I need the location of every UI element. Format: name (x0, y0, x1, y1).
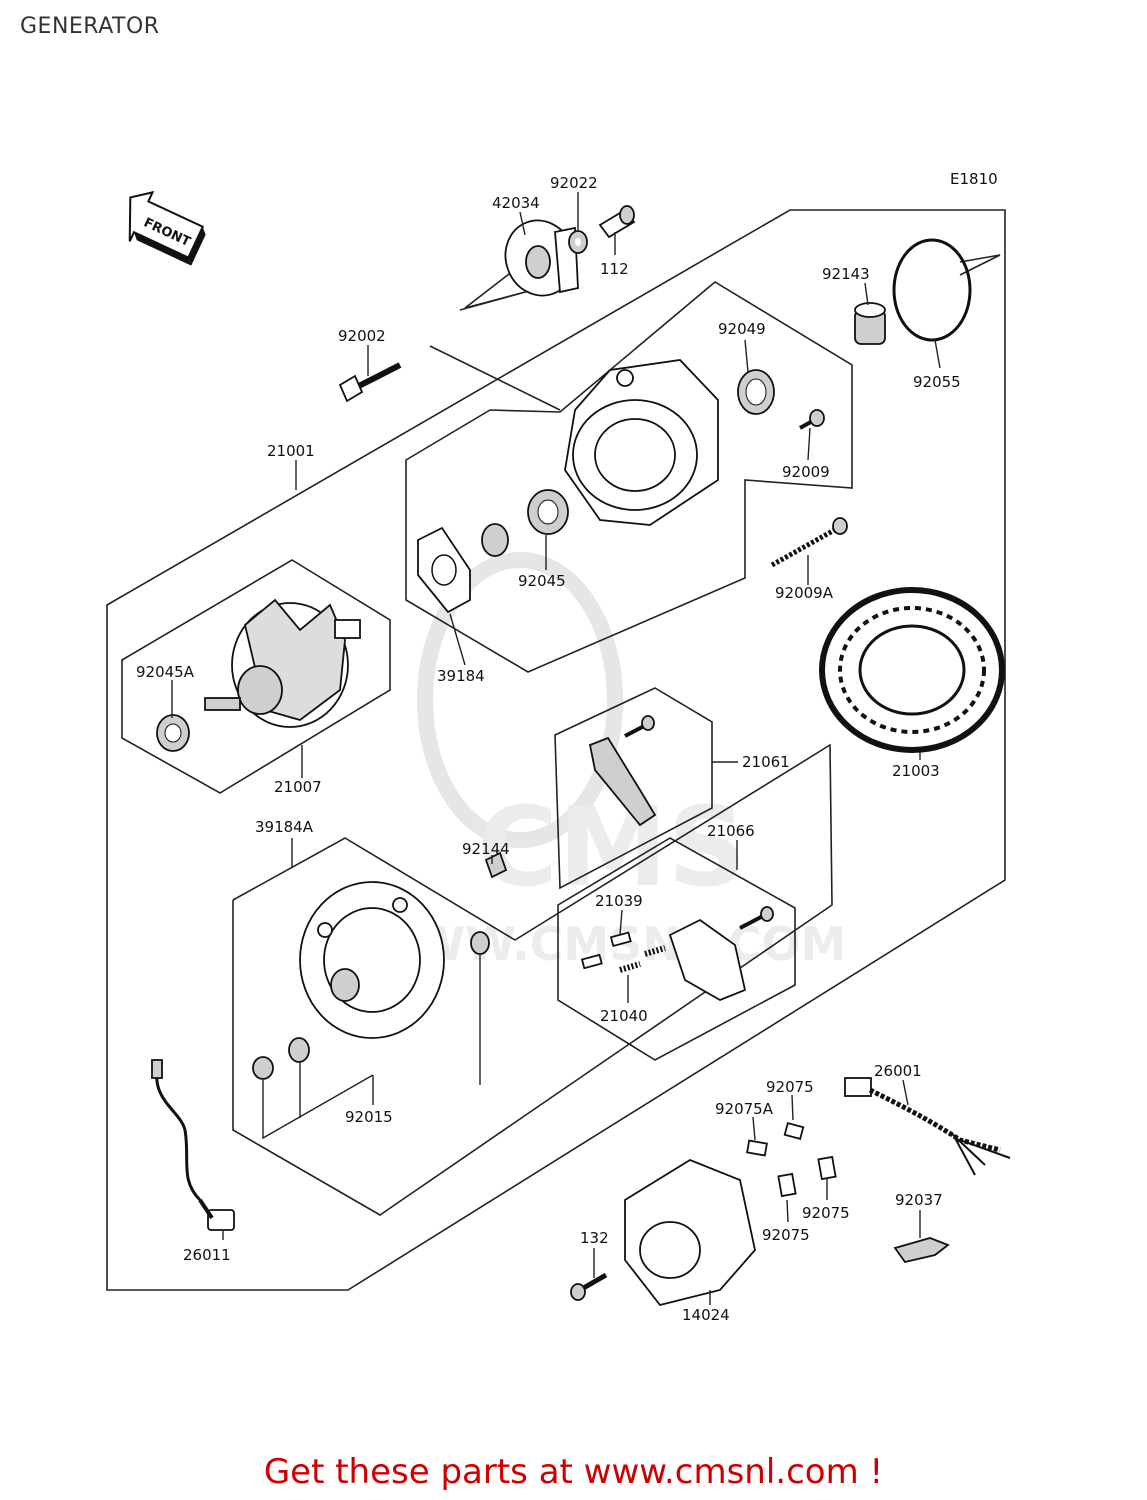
harness-icon (844, 1077, 1011, 1176)
label-26001: 26001 (874, 1062, 922, 1080)
front-arrow-icon: FRONT (128, 190, 206, 266)
rotor-icon (204, 598, 361, 728)
label-14024: 14024 (682, 1306, 730, 1324)
screw-92009-icon (799, 409, 825, 430)
terminal-cover-icon (624, 1158, 756, 1307)
label-92015: 92015 (345, 1108, 393, 1126)
label-92055: 92055 (913, 373, 961, 391)
label-21061: 21061 (742, 753, 790, 771)
brush-holder-icon (588, 715, 657, 827)
spacer-ring-icon (481, 523, 509, 557)
label-39184A: 39184A (255, 818, 314, 836)
watermark: CMS WWW.CMSNL.COM (364, 552, 846, 971)
label-21001: 21001 (267, 442, 315, 460)
label-42034: 42034 (492, 194, 540, 212)
label-21040: 21040 (600, 1007, 648, 1025)
label-112: 112 (600, 260, 629, 278)
lead-wire-icon (151, 1059, 235, 1231)
fan-outline-lines (459, 249, 541, 311)
clamp-icon (893, 1237, 950, 1264)
label-39184: 39184 (437, 667, 485, 685)
rear-bearing-icon (156, 714, 190, 752)
bolt-132-icon (570, 1272, 608, 1301)
label-92144: 92144 (462, 840, 510, 858)
spring-icon (619, 945, 666, 973)
o-ring-icon (892, 238, 972, 342)
washer-icon (568, 230, 588, 254)
regulator-frame (557, 837, 796, 1061)
bolt-leader-frame (429, 345, 561, 411)
terminal-cap-icon (746, 1122, 837, 1198)
label-21003: 21003 (892, 762, 940, 780)
label-92075A: 92075A (715, 1100, 774, 1118)
label-92075-upper: 92075 (766, 1078, 814, 1096)
label-92049: 92049 (718, 320, 766, 338)
label-92037: 92037 (895, 1191, 943, 1209)
long-bolt-icon (338, 362, 402, 403)
svg-text:CMS: CMS (477, 783, 746, 911)
label-132: 132 (580, 1229, 609, 1247)
label-92075-right: 92075 (802, 1204, 850, 1222)
label-92045A: 92045A (136, 663, 195, 681)
label-92075-lower: 92075 (762, 1226, 810, 1244)
label-21039: 21039 (595, 892, 643, 910)
leader-lines (171, 192, 941, 1305)
housing-frame (405, 281, 853, 673)
label-21007: 21007 (274, 778, 322, 796)
page-title: GENERATOR (20, 14, 160, 39)
diagram-code: E1810 (950, 170, 998, 188)
label-92022: 92022 (550, 174, 598, 192)
brush-holder-frame (554, 687, 713, 890)
label-21066: 21066 (707, 822, 755, 840)
rear-housing-icon (299, 881, 445, 1039)
inner-frame-39184A (232, 743, 833, 1216)
label-26011: 26011 (183, 1246, 231, 1264)
seal-icon (737, 369, 775, 415)
main-assembly-frame (106, 209, 1006, 1291)
pulley-icon (504, 219, 579, 297)
oring-outline (959, 254, 1001, 276)
label-92009A: 92009A (775, 584, 834, 602)
grommet-icon (484, 851, 508, 879)
nut-icon (252, 931, 490, 1080)
label-92009: 92009 (782, 463, 830, 481)
gasket-icon (417, 526, 471, 614)
rotor-frame (121, 559, 391, 794)
bearing-icon (527, 489, 569, 535)
label-92045: 92045 (518, 572, 566, 590)
cap-icon (854, 302, 886, 345)
label-92002: 92002 (338, 327, 386, 345)
label-92143: 92143 (822, 265, 870, 283)
regulator-icon (668, 906, 774, 1001)
bolt-112-icon (598, 205, 636, 239)
front-housing-icon (564, 359, 719, 526)
long-screw-icon (770, 517, 848, 568)
footer-link[interactable]: Get these parts at www.cmsnl.com ! (263, 1452, 884, 1492)
stator-icon (819, 587, 1005, 753)
